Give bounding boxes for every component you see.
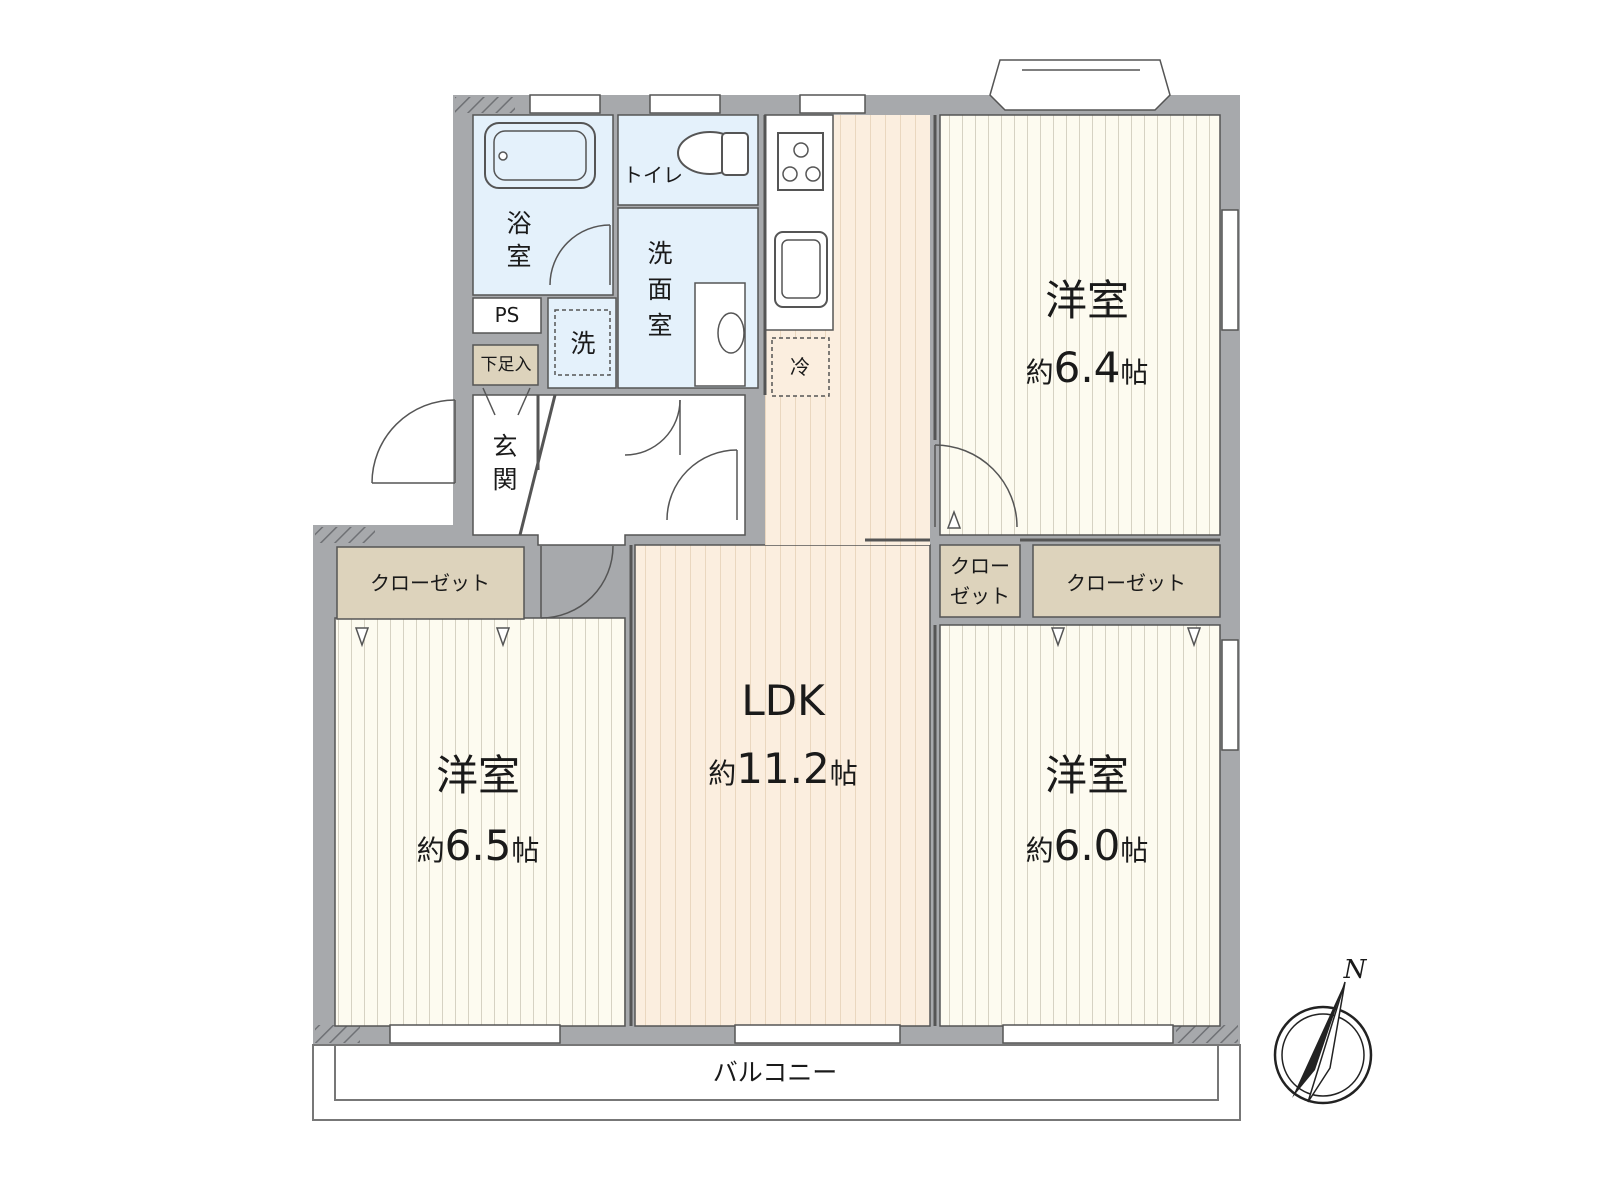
- laundry-label: 洗: [570, 329, 595, 358]
- closet-east-label: クローゼット: [1066, 571, 1186, 595]
- room-label-ldk: LDK: [741, 676, 826, 725]
- entrance-label-1: 玄: [492, 432, 517, 461]
- room-label-west-bedroom: 洋室: [436, 751, 520, 800]
- closet-west[interactable]: [336, 546, 525, 620]
- bath-label-1: 浴: [506, 209, 531, 238]
- room-size-southeast-bedroom: 約6.0帖: [1026, 821, 1149, 870]
- closet-small-label-1: クロー: [950, 554, 1010, 578]
- toilet-label: トイレ: [623, 163, 683, 187]
- washroom-label-2: 面: [647, 275, 672, 304]
- closet-small-label-2: ゼット: [950, 584, 1010, 608]
- shoe-storage-label: 下足入: [481, 355, 532, 375]
- washroom-label-1: 洗: [647, 239, 672, 268]
- room-label-southeast-bedroom: 洋室: [1045, 751, 1129, 800]
- closet-west-label: クローゼット: [370, 571, 490, 595]
- closets: [336, 509, 1221, 648]
- bathtub: [484, 122, 596, 189]
- entrance-label-2: 関: [492, 465, 517, 494]
- washbasin: [694, 282, 746, 387]
- room-size-ldk: 約11.2帖: [708, 744, 858, 793]
- pipe-space-label: PS: [495, 303, 520, 327]
- room-label-northeast-bedroom: 洋室: [1045, 276, 1129, 325]
- balcony: [312, 1044, 1241, 1121]
- washing-machine-space: [554, 309, 611, 376]
- toilet: [677, 131, 749, 176]
- balcony-label: バルコニー: [713, 1058, 838, 1087]
- compass-north-label: N: [1343, 955, 1368, 985]
- windows: [389, 59, 1239, 1044]
- closet-east[interactable]: [1032, 544, 1221, 618]
- compass: [1273, 981, 1373, 1105]
- room-size-northeast-bedroom: 約6.4帖: [1026, 343, 1149, 392]
- fridge-space: [771, 337, 830, 397]
- compass-needle-icon: [1292, 982, 1345, 1098]
- fridge-label: 冷: [790, 355, 810, 379]
- kitchen-sink: [774, 231, 828, 308]
- fixtures: [484, 122, 830, 397]
- closet-small[interactable]: [939, 544, 1021, 618]
- room-size-west-bedroom: 約6.5帖: [417, 821, 540, 870]
- partitions: [518, 115, 1220, 1026]
- room-floors: [334, 114, 1221, 1027]
- washroom-label-3: 室: [647, 311, 672, 340]
- doors: [371, 224, 1018, 619]
- bath-label-2: 室: [506, 242, 531, 271]
- stove: [777, 132, 824, 191]
- labels: 洋室 約6.5帖 LDK 約11.2帖 洋室 約6.4帖 洋室 約6.0帖 浴 …: [370, 163, 1368, 1087]
